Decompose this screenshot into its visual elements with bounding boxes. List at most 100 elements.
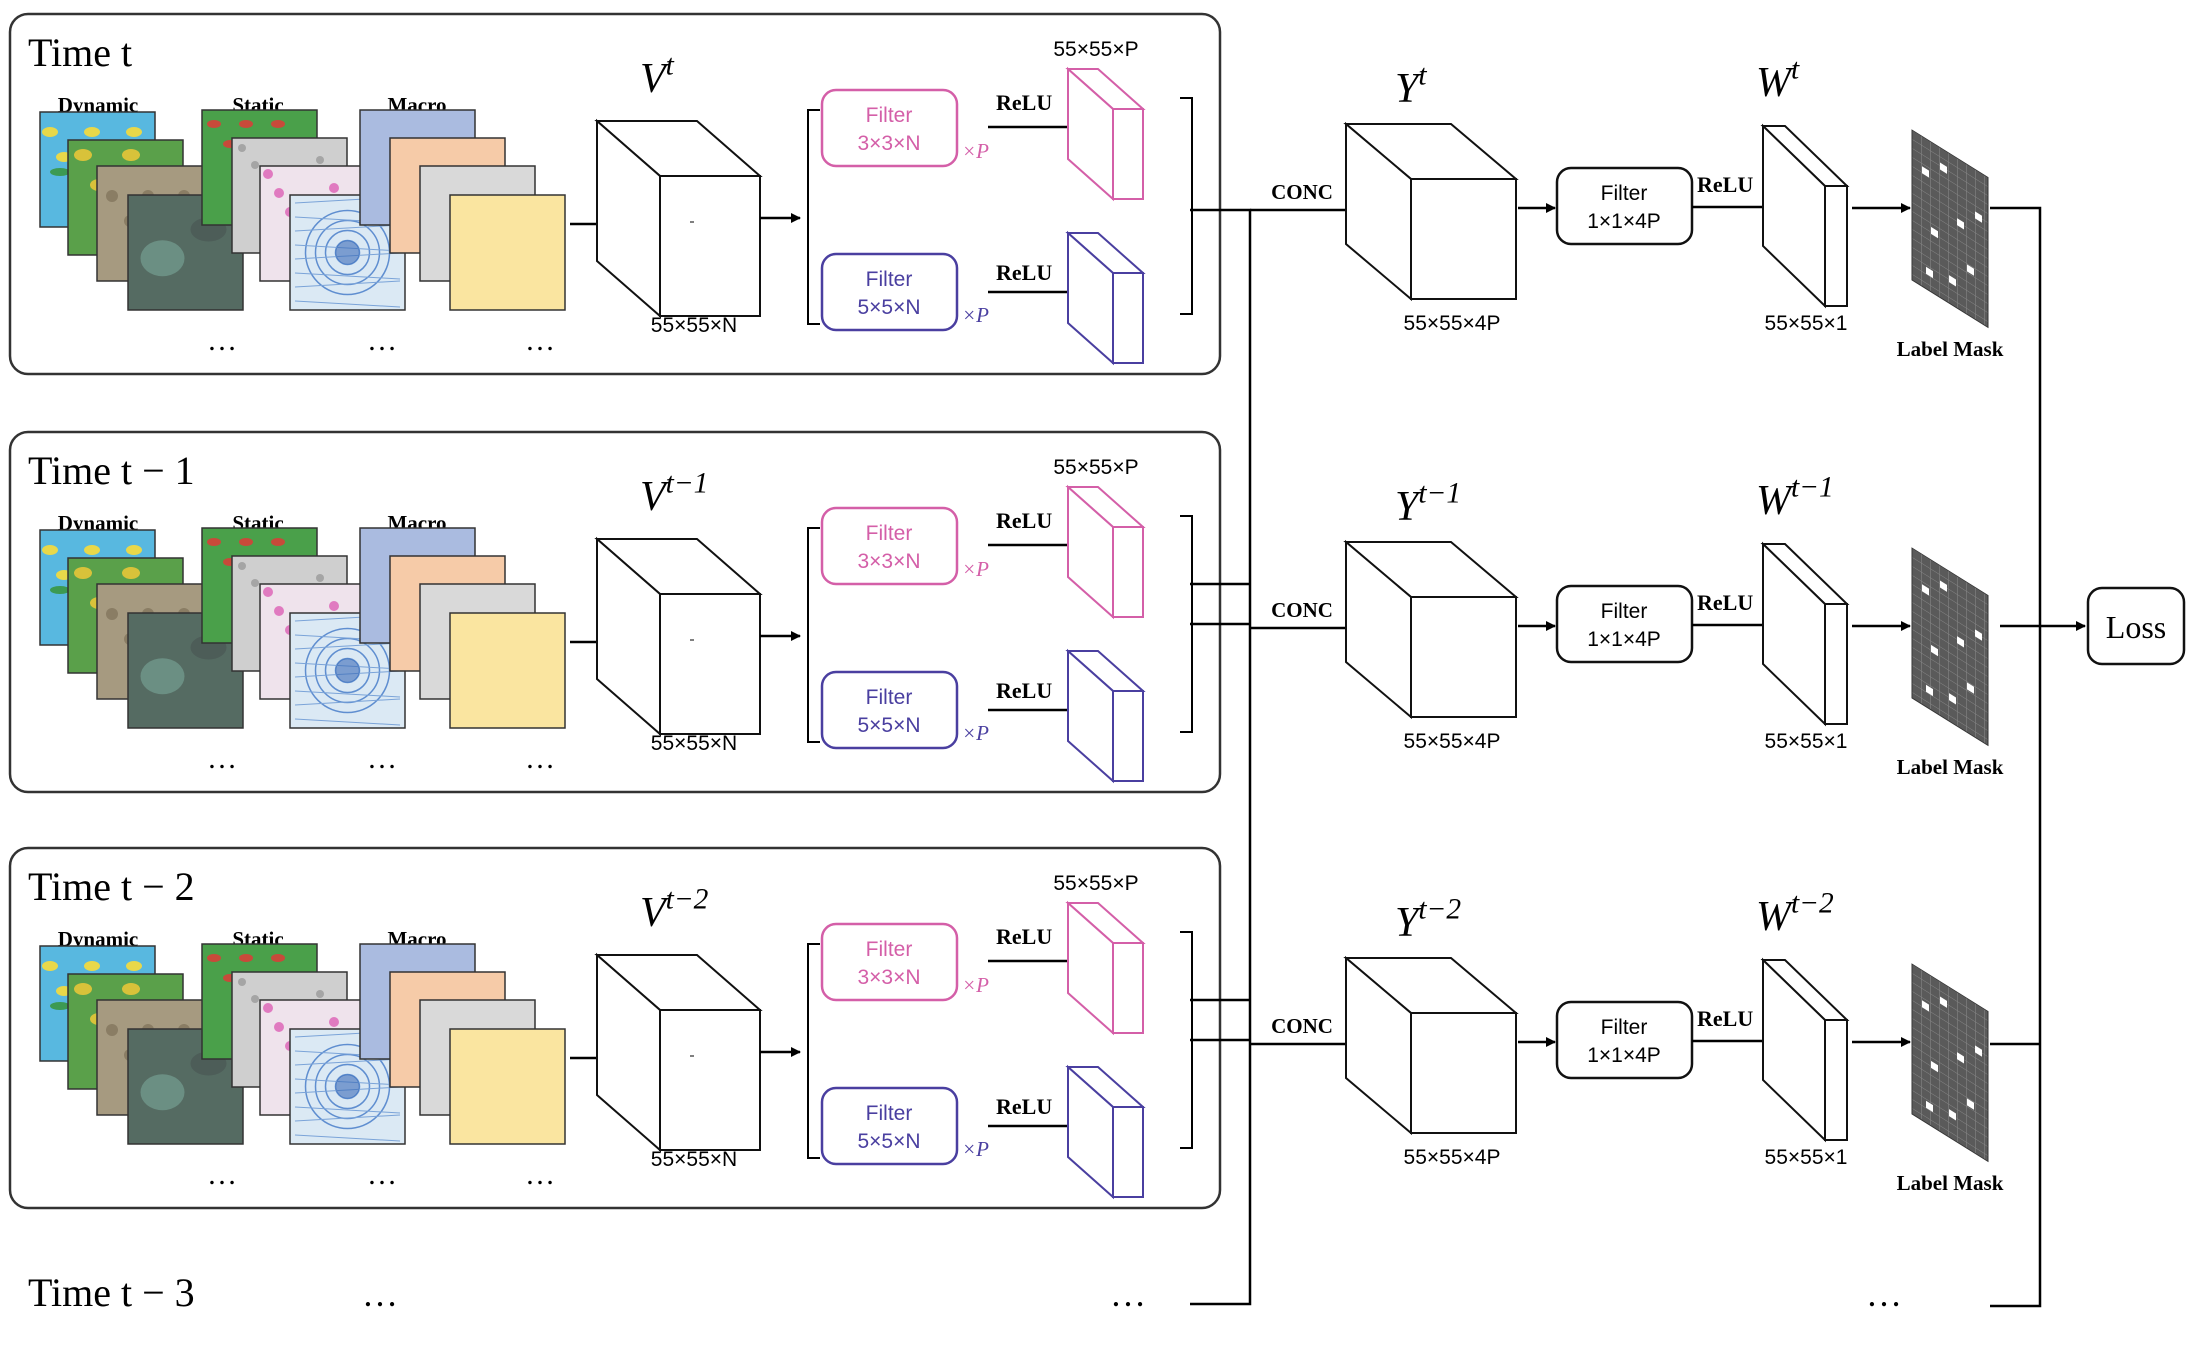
map-spot	[263, 169, 273, 179]
map-spot	[335, 658, 360, 683]
time-label: Time t − 1	[28, 448, 195, 493]
bracket-left	[807, 943, 820, 1159]
map-road	[294, 698, 401, 706]
y-size-label: 55×55×4P	[1404, 730, 1501, 753]
y-label: Yt	[1395, 59, 1427, 112]
map-road	[294, 1106, 401, 1114]
map-road	[294, 300, 401, 308]
w-label: Wt	[1756, 53, 1800, 106]
mask-cell	[1967, 1098, 1974, 1110]
mask-grid	[1911, 547, 1989, 747]
map-road	[294, 1134, 401, 1142]
map-spot	[207, 954, 221, 962]
bracket-right	[1180, 97, 1193, 315]
filter-3x3-box	[820, 88, 959, 168]
w-cube	[1760, 541, 1850, 727]
y-label: Yt−1	[1395, 477, 1461, 530]
static-maps	[201, 943, 406, 1145]
filter-3x3-box	[820, 922, 959, 1002]
feature-map-3x3	[1065, 66, 1146, 202]
map-spot	[50, 586, 70, 594]
map-spot	[263, 1003, 273, 1013]
v-label: Vt−1	[640, 467, 708, 520]
map-spot	[74, 149, 92, 161]
feature-map-5x5	[1065, 648, 1146, 784]
map-spot	[238, 562, 246, 570]
v-cube	[594, 118, 763, 319]
feature-size-label: 55×55×P	[1053, 38, 1138, 61]
map-spot	[140, 658, 185, 695]
time-panel	[8, 430, 1222, 794]
filter-5x5-box	[820, 670, 959, 750]
label-mask	[1911, 963, 1989, 1163]
mask-cell	[1967, 682, 1974, 694]
filter-3x3-box	[820, 506, 959, 586]
relu-label: ReLU	[996, 924, 1052, 949]
map-spot	[271, 954, 285, 962]
map-spot	[238, 144, 246, 152]
multiplier-label: ×P	[962, 139, 989, 163]
mask-cell	[1922, 584, 1929, 596]
map-spot	[126, 545, 142, 555]
dynamic-maps	[39, 111, 244, 311]
y-size-label: 55×55×4P	[1404, 1146, 1501, 1169]
time-panel	[8, 12, 1222, 376]
map-spot	[140, 1074, 185, 1111]
map-spot	[122, 983, 140, 995]
label-mask-caption: Label Mask	[1897, 337, 2004, 361]
y-size-label: 55×55×4P	[1404, 312, 1501, 335]
mask-cell	[1957, 1052, 1964, 1064]
filter-label: Filter	[866, 1102, 913, 1125]
map-spot	[329, 183, 339, 193]
filter-size-label: 1×1×4P	[1587, 1044, 1661, 1067]
w-cube	[1760, 123, 1850, 309]
w-size-label: 55×55×1	[1765, 730, 1848, 753]
map-spot	[251, 995, 259, 1003]
ellipsis: …	[525, 324, 555, 357]
filter-size-label: 5×5×N	[857, 714, 920, 737]
map-spot	[207, 120, 221, 128]
y-label: Yt−2	[1395, 893, 1461, 946]
filter-label: Filter	[866, 686, 913, 709]
filter-size-label: 1×1×4P	[1587, 210, 1661, 233]
conc-label: CONC	[1271, 1014, 1333, 1038]
map-spot	[271, 538, 285, 546]
filter-size-label: 3×3×N	[857, 550, 920, 573]
mask-cell	[1931, 1060, 1938, 1073]
filter-size-label: 3×3×N	[857, 966, 920, 989]
time-label: Time t − 3	[28, 1270, 195, 1315]
map-spot	[329, 1017, 339, 1027]
time-panel	[8, 846, 1222, 1210]
macro-maps	[359, 109, 566, 311]
map-road	[294, 642, 401, 650]
map-spot	[239, 538, 253, 546]
map-spot	[263, 587, 273, 597]
relu-label: ReLU	[1697, 1006, 1753, 1031]
mask-cell	[1940, 996, 1947, 1008]
map-spot	[274, 606, 284, 616]
loss-label: Loss	[2106, 609, 2166, 645]
label-mask-caption: Label Mask	[1897, 1171, 2004, 1195]
filter-size-label: 1×1×4P	[1587, 628, 1661, 651]
w-label: Wt−1	[1756, 471, 1834, 524]
ellipsis: …	[207, 324, 237, 357]
ellipsis: …	[207, 1158, 237, 1191]
w-cube	[1760, 957, 1850, 1143]
map-road	[294, 224, 401, 232]
relu-label: ReLU	[996, 678, 1052, 703]
map-road	[294, 1058, 401, 1066]
ellipsis: …	[367, 1158, 397, 1191]
feature-size-label: 55×55×P	[1053, 456, 1138, 479]
filter-label: Filter	[1601, 182, 1648, 205]
feature-map-5x5	[1065, 230, 1146, 366]
map-ring	[324, 1063, 371, 1110]
map-spot	[122, 149, 140, 161]
v-cube	[594, 952, 763, 1153]
map-spot	[106, 608, 118, 620]
bracket-left	[807, 109, 820, 325]
label-mask	[1911, 129, 1989, 329]
